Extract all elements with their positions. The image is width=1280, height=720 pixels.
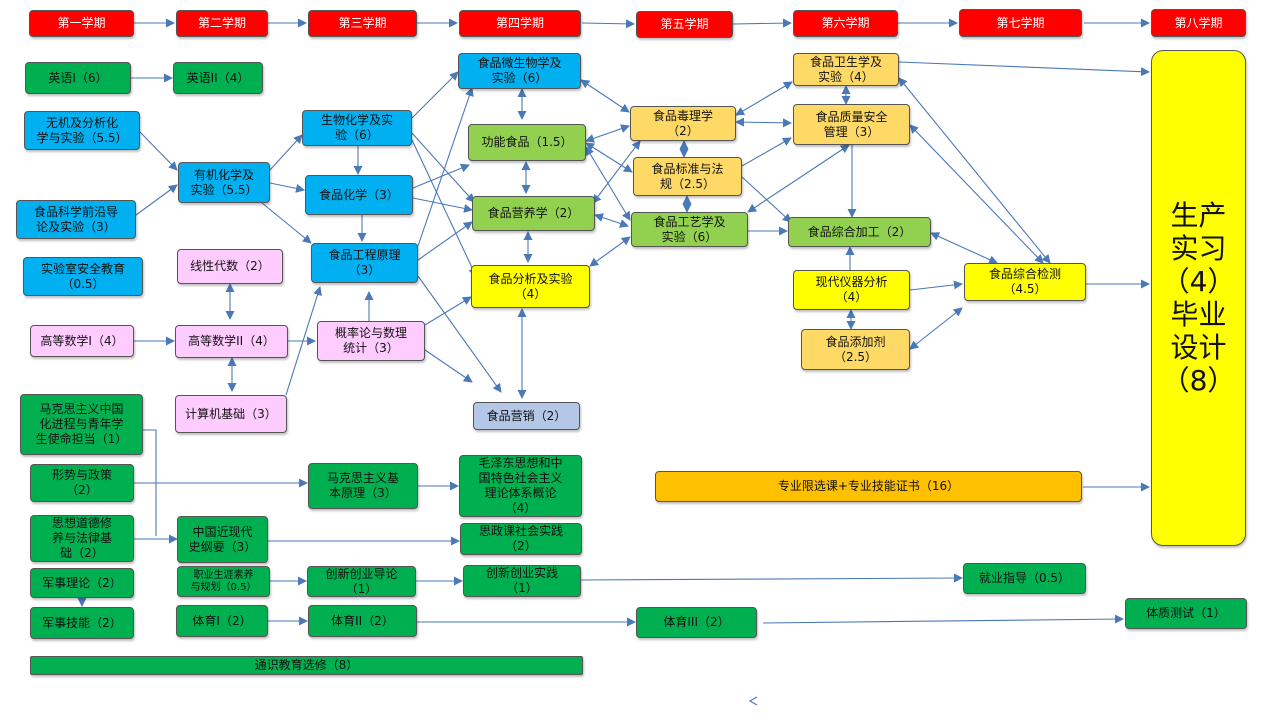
course-modern-history: 中国近现代 史纲要（3） [177, 516, 268, 563]
course-food-science-frontier: 食品科学前沿导 论及实验（3） [16, 200, 136, 239]
course-mao-theory: 毛泽东思想和中 国特色社会主义 理论体系概论 （4） [459, 455, 582, 517]
arrow-hygiene-internship [898, 61, 1150, 77]
semester-6-header: 第六学期 [793, 10, 898, 37]
arrow-micro-toxicology [580, 79, 630, 113]
arrow-biochem-micro [411, 71, 459, 119]
course-marxism-china: 马克思主义中国 化进程与青年学 生使命担当（1） [20, 394, 143, 455]
semester-7-header: 第七学期 [959, 9, 1082, 37]
course-food-analysis: 食品分析及实验 （4） [471, 265, 590, 308]
course-situation-policy: 形势与政策 （2） [30, 464, 134, 502]
arrow-pe3-fitness [762, 614, 1124, 624]
course-military-theory: 军事理论（2） [30, 568, 134, 598]
arrow-nutrition-technology [594, 213, 629, 228]
course-english-1: 英语I（6） [25, 62, 131, 94]
arrow-practice-careerguide [580, 573, 963, 583]
course-career-guidance: 就业指导（0.5） [963, 563, 1086, 594]
course-food-toxicology: 食品毒理学 （2） [630, 106, 736, 141]
course-computer-basics: 计算机基础（3） [175, 395, 287, 433]
arrow-prob-analysis [424, 296, 472, 326]
arrow-organic-foodchem [269, 182, 305, 193]
course-fitness-test: 体质测试（1） [1125, 598, 1247, 629]
arrow-frontier-organic [135, 184, 178, 216]
course-food-testing: 食品综合检测 （4.5） [964, 263, 1086, 301]
course-food-chemistry: 食品化学（3） [305, 175, 413, 215]
course-pe-2: 体育II（2） [308, 605, 417, 637]
arrow-sem4-sem5 [581, 19, 635, 29]
course-food-marketing: 食品营销（2） [473, 402, 580, 430]
course-instrument-analysis: 现代仪器分析 （4） [793, 270, 910, 310]
course-linear-algebra: 线性代数（2） [177, 249, 283, 284]
course-lab-safety: 实验室安全教育 （0.5） [23, 257, 143, 296]
course-advanced-math-1: 高等数学I（4） [30, 325, 134, 357]
arrow-marxism-bracket [143, 429, 157, 536]
arrow-biochem-analysis [411, 139, 477, 277]
course-functional-food: 功能食品（1.5） [468, 124, 586, 161]
course-ideology-practice: 思政课社会实践 （2） [460, 523, 582, 555]
arrow-sem5-sem6 [732, 18, 792, 28]
course-morality-law: 思想道德修 养与法律基 础（2） [30, 515, 134, 562]
course-career-planning: 职业生涯素养 与规划（0.5） [177, 566, 270, 597]
course-food-standards: 食品标准与法 规（2.5） [633, 157, 742, 196]
arrow-organic-foodeng [261, 202, 312, 244]
semester-4-header: 第四学期 [459, 10, 581, 37]
course-internship-thesis: 生产 实习 （4） 毕业 设计 （8） [1151, 50, 1246, 546]
course-general-education-electives: 通识教育选修（8） [30, 656, 583, 675]
course-food-hygiene: 食品卫生学及 实验（4） [793, 53, 899, 86]
semester-5-header: 第五学期 [636, 11, 733, 38]
course-english-2: 英语II（4） [173, 62, 263, 94]
arrow-organic-biochem [269, 134, 303, 171]
course-marxism-principles: 马克思主义基 本原理（3） [308, 463, 418, 509]
stray-chevron-mark [748, 696, 758, 706]
course-pe-1: 体育I（2） [176, 605, 268, 637]
course-food-processing: 食品综合加工（2） [788, 217, 931, 247]
arrow-processing-testing [930, 232, 998, 264]
arrow-standards-processing [741, 176, 792, 223]
course-organic-chemistry: 有机化学及 实验（5.5） [178, 162, 270, 203]
course-probability-statistics: 概率论与数理 统计（3） [317, 321, 425, 361]
arrow-standards-safety [741, 137, 792, 167]
arrow-foodeng-micro [417, 87, 474, 247]
arrow-additives-testing [909, 307, 963, 350]
course-innovation-practice: 创新创业实践 （1） [463, 565, 581, 597]
arrow-functional-standards [585, 142, 633, 173]
arrow-instrument-testing [909, 280, 963, 291]
course-military-skill: 军事技能（2） [30, 607, 134, 639]
arrow-foodchem-nutrition [412, 197, 473, 213]
semester-3-header: 第三学期 [308, 10, 417, 37]
arrow-analysis-technology [589, 236, 631, 267]
arrow-biochem-nutrition [411, 132, 475, 203]
arrow-technology-safety [747, 144, 850, 213]
course-elective-certificate: 专业限选课+专业技能证书（16） [655, 471, 1082, 502]
arrow-foodeng-nutrition [417, 221, 473, 261]
course-inorganic-chemistry: 无机及分析化 学与实验（5.5） [24, 111, 140, 150]
course-food-engineering: 食品工程原理 （3） [311, 243, 418, 283]
course-pe-3: 体育III（2） [636, 607, 757, 638]
arrow-computer-foodeng [285, 286, 322, 396]
semester-2-header: 第二学期 [176, 10, 268, 37]
semester-1-header: 第一学期 [29, 10, 134, 37]
arrow-inorganic-organic [139, 131, 178, 171]
course-food-additives: 食品添加剂 （2.5） [801, 329, 910, 370]
course-innovation-intro: 创新创业导论 （1） [307, 566, 416, 597]
arrow-foodchem-functional [412, 163, 470, 189]
arrow-toxicology-safety [735, 117, 792, 128]
arrow-prob-marketing [424, 349, 473, 383]
course-food-safety-management: 食品质量安全 管理（3） [793, 104, 910, 145]
arrow-toxicology-hygiene [735, 81, 793, 116]
arrow-functional-toxicology [585, 124, 630, 143]
course-food-microbiology: 食品微生物学及 实验（6） [458, 53, 581, 89]
semester-8-header: 第八学期 [1151, 9, 1246, 37]
course-food-technology: 食品工艺学及 实验（6） [631, 212, 748, 247]
course-biochemistry: 生物化学及实 验（6） [302, 110, 412, 146]
course-advanced-math-2: 高等数学II（4） [175, 325, 288, 358]
course-food-nutrition: 食品营养学（2） [472, 196, 595, 231]
